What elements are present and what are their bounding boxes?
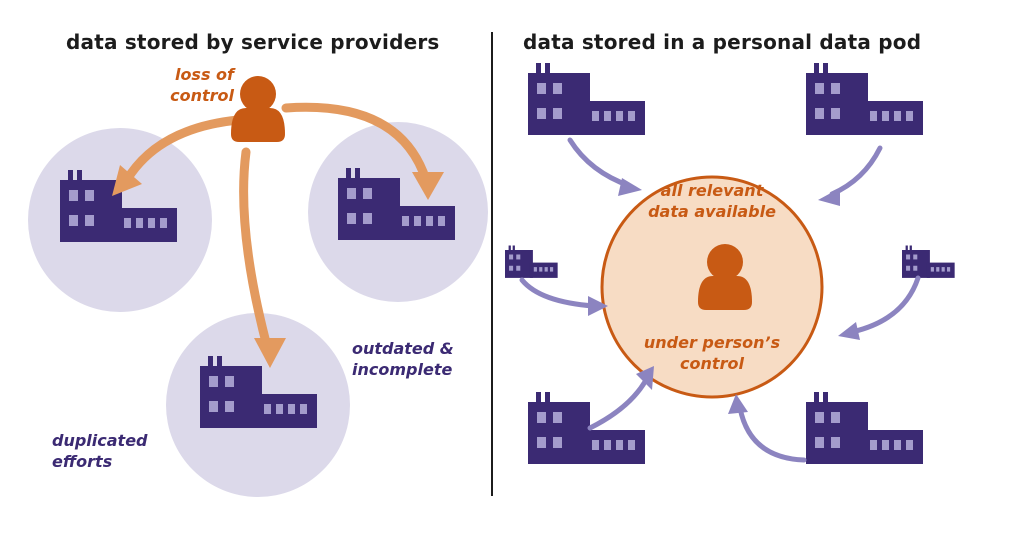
loss-of-control-line2: control	[170, 86, 234, 105]
arrow-icon	[587, 377, 649, 431]
left-panel-heading: data stored by service providers	[66, 30, 440, 54]
arrow-icon	[849, 275, 921, 335]
arrow-icon	[728, 394, 748, 414]
outdated-incomplete-label: outdated & incomplete	[352, 338, 454, 380]
arrow-icon	[618, 178, 642, 196]
right-panel-heading: data stored in a personal data pod	[523, 30, 922, 54]
data-available-line2: data available	[648, 202, 776, 221]
arrow-icon	[239, 147, 273, 355]
data-available-label: all relevant data available	[632, 180, 792, 222]
building-icon	[505, 245, 558, 278]
person-control-label: under person’s control	[632, 332, 792, 374]
person-control-line1: under person’s	[643, 333, 781, 352]
arrow-icon	[412, 172, 444, 200]
arrow-icon	[254, 338, 286, 368]
arrow-icon	[123, 115, 243, 183]
arrow-icon	[737, 405, 807, 463]
person-control-line2: control	[680, 354, 744, 373]
arrow-icon	[519, 277, 597, 309]
loss-of-control-label: loss of control	[150, 64, 234, 106]
person-icon	[231, 76, 285, 142]
duplicated-efforts-label: duplicated efforts	[52, 430, 148, 472]
arrow-icon	[588, 296, 608, 316]
duplicated-line2: efforts	[52, 452, 113, 471]
outdated-line2: incomplete	[352, 360, 453, 379]
building-icon	[806, 392, 923, 464]
arrow-icon	[567, 137, 633, 189]
arrow-icon	[829, 145, 883, 197]
arrow-icon	[112, 165, 142, 196]
building-icon	[806, 63, 923, 135]
arrow-icon	[838, 322, 860, 340]
building-icon	[528, 63, 645, 135]
arrow-icon	[281, 102, 431, 185]
duplicated-line1: duplicated	[52, 431, 148, 450]
data-available-line1: all relevant	[660, 181, 764, 200]
arrow-icon	[636, 366, 654, 390]
outdated-line1: outdated &	[352, 339, 454, 358]
arrow-icon	[818, 188, 840, 206]
building-icon	[902, 245, 955, 278]
loss-of-control-line1: loss of	[174, 65, 234, 84]
